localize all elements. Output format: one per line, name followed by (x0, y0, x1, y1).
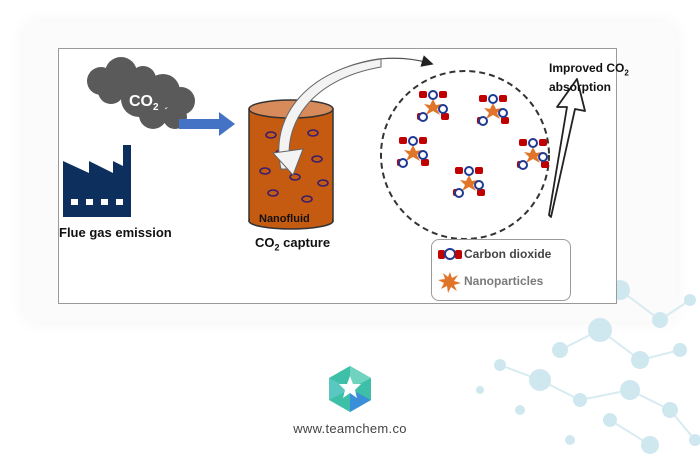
legend-item-nanoparticles: Nanoparticles (432, 271, 570, 293)
magnified-view (380, 70, 550, 240)
flue-gas-label: Flue gas emission (59, 225, 172, 240)
legend-label: Carbon dioxide (464, 247, 552, 261)
factory-icon (63, 145, 131, 217)
co2-molecule-icon (438, 248, 462, 260)
website-url: www.teamchem.co (293, 421, 407, 436)
figure-drawing (63, 55, 586, 240)
improved-absorption-label: Improved CO2 absorption (549, 61, 629, 95)
nanoparticle-icon (438, 272, 461, 293)
co2-capture-figure: CO2 Flue gas emission Nanofluid CO2 capt… (58, 48, 629, 304)
co2-cloud-icon (87, 57, 195, 129)
legend: Carbon dioxide Nanoparticles (431, 239, 571, 301)
legend-item-carbon-dioxide: Carbon dioxide (432, 244, 570, 266)
co2-capture-label: CO2 capture (255, 235, 331, 253)
teamchem-logo-icon (329, 366, 371, 412)
legend-label: Nanoparticles (464, 274, 544, 288)
improvement-arrow-icon (548, 78, 586, 218)
zoom-arrow-icon (271, 55, 434, 176)
nanofluid-label: Nanofluid (259, 213, 310, 225)
molecule-network-decoration (476, 280, 700, 454)
flow-arrow-icon (179, 112, 235, 136)
co2-cloud-label: CO2 (129, 93, 159, 114)
